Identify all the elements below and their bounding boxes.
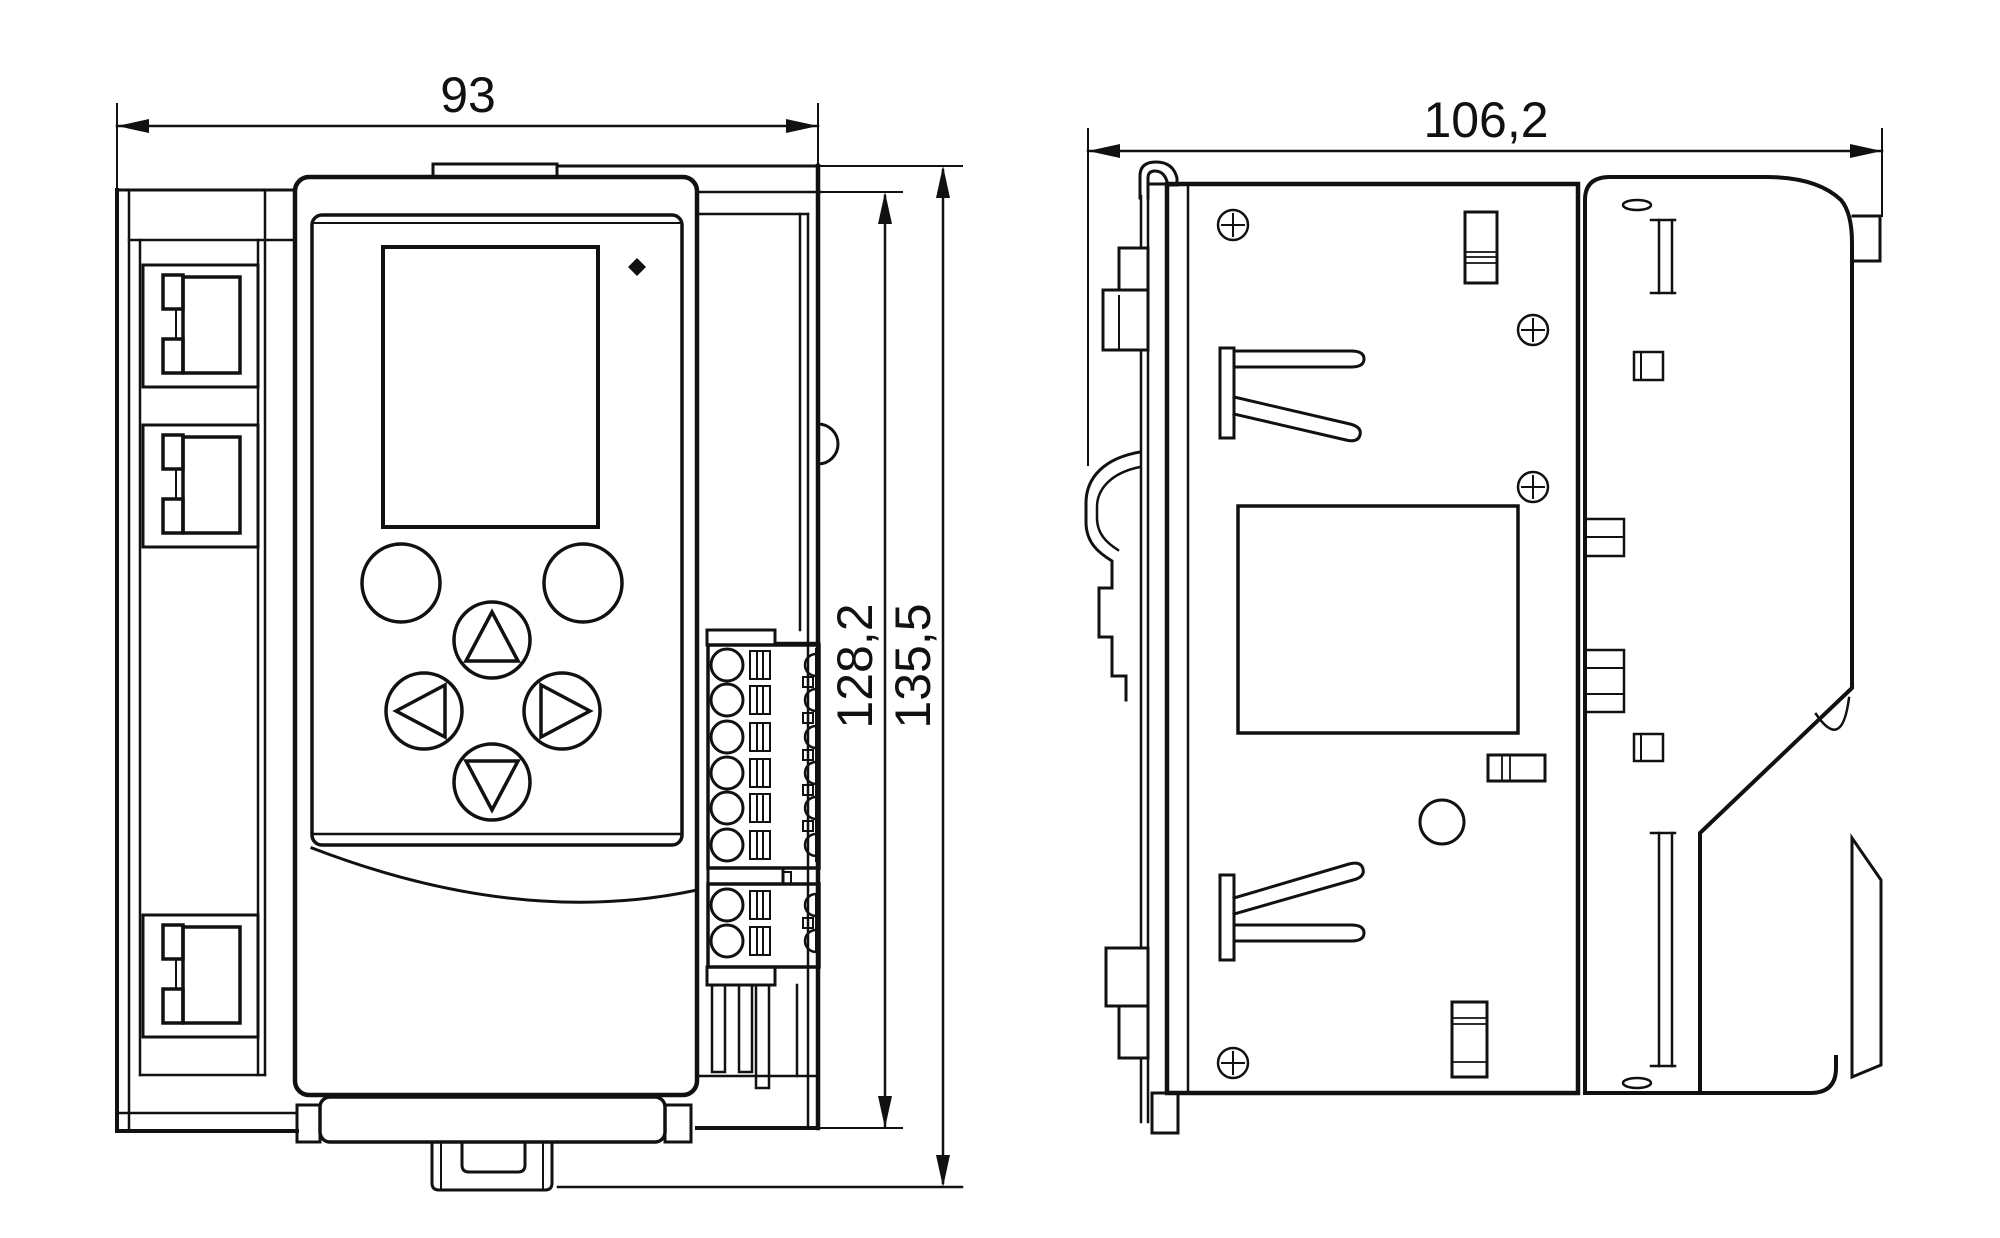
channel-bottom [1649, 831, 1677, 1068]
rj45-port-1 [141, 263, 260, 389]
side-notch-semicircle [816, 422, 840, 466]
top-step [1851, 214, 1882, 263]
screw-icon-bottom-left [1216, 1046, 1250, 1080]
dimension-inner-height: 128,2 [819, 191, 903, 1129]
rj45-port-2 [141, 423, 260, 549]
label-plate [1236, 504, 1520, 735]
arrow-right-icon [1850, 144, 1882, 158]
arrow-down-icon [936, 1155, 950, 1187]
diamond-marker-icon [628, 258, 646, 276]
triangle-down-icon [463, 759, 521, 814]
round-hole [1418, 798, 1466, 846]
arrow-up-icon [936, 166, 950, 198]
terminal-slots-upper [749, 650, 771, 860]
arrow-left-icon [117, 119, 149, 133]
terminal-slots-lower [749, 890, 771, 956]
channel-top [1649, 218, 1677, 295]
spring-clamps-lower [802, 892, 818, 954]
bottom-cap [318, 1095, 667, 1144]
pcb-clip-upper [1218, 346, 1366, 443]
front-view: 93 [115, 67, 964, 1192]
triangle-left-icon [392, 682, 447, 740]
din-latch [430, 1140, 554, 1192]
arrow-up-icon [878, 192, 892, 224]
arrow-down-icon [878, 1096, 892, 1128]
slider-bottom-right [1450, 1000, 1489, 1079]
dimension-overall-height: 135,5 [556, 165, 964, 1189]
din-rail-hook [1138, 160, 1179, 200]
triangle-up-icon [463, 608, 521, 663]
arrow-right-button [522, 671, 602, 751]
softkey-right-button [542, 542, 624, 624]
screw-icon-upper-right [1516, 313, 1550, 347]
bottom-foot [1150, 1091, 1180, 1135]
arrow-left-icon [1088, 144, 1120, 158]
slider-top-right [1463, 210, 1499, 285]
oval-slot-top [1621, 198, 1653, 212]
edge-ledge-2 [1583, 648, 1626, 714]
top-tab [431, 162, 559, 179]
din-rail-clip-assembly [1084, 160, 1180, 1135]
side-view: 106,2 [1084, 92, 1884, 1135]
screw-icon-top-left [1216, 208, 1250, 242]
arrow-right-icon [786, 119, 818, 133]
dimension-label-inner-height: 128,2 [827, 603, 883, 728]
slider-mid-right [1486, 753, 1547, 783]
spring-clamps-upper [802, 648, 818, 862]
arrow-up-button [452, 600, 532, 680]
front-flap-curve [310, 846, 699, 904]
triangle-right-icon [539, 682, 594, 740]
notch-upper [1632, 350, 1665, 382]
arrow-down-button [452, 742, 532, 822]
mounting-plate [1146, 181, 1581, 1096]
side-cover [1583, 175, 1883, 1095]
keypad-module [292, 162, 700, 1192]
dimension-label-depth: 106,2 [1423, 92, 1548, 148]
din-latch-lever [1084, 450, 1142, 702]
dimension-width-front: 93 [115, 67, 820, 215]
dimension-label-width: 93 [440, 67, 496, 123]
right-bulge [1850, 833, 1883, 1080]
dimension-depth-side: 106,2 [1086, 92, 1884, 466]
rj45-port-3 [141, 913, 260, 1039]
lcd-display [381, 245, 600, 529]
softkey-left-button [360, 542, 442, 624]
arrow-left-button [384, 671, 464, 751]
keypad-bezel [310, 213, 684, 847]
dimension-label-overall-height: 135,5 [885, 603, 941, 728]
edge-ledge-1 [1583, 517, 1626, 558]
terminal-block [705, 628, 821, 1090]
notch-lower [1632, 732, 1665, 763]
pcb-clip-lower [1218, 861, 1366, 962]
screw-icon-mid-right [1516, 470, 1550, 504]
oval-slot-bottom [1621, 1076, 1653, 1090]
